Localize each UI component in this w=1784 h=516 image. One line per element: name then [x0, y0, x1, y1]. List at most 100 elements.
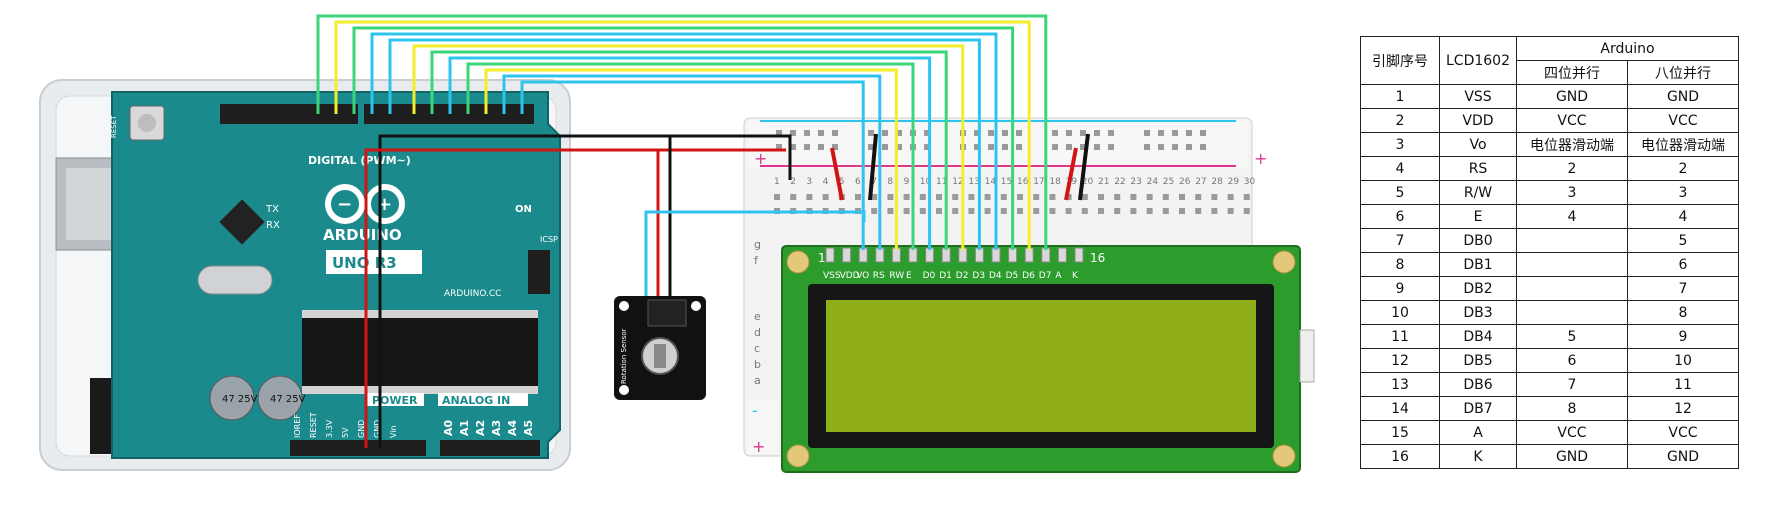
capacitor-1-label: 47 25V	[222, 394, 258, 405]
atmega-chip	[302, 318, 538, 386]
breadboard-row-label: b	[754, 358, 761, 371]
breadboard-column-label: 18	[1049, 177, 1061, 187]
lcd-pin-label: RW	[889, 271, 904, 281]
breadboard-column-label: 2	[790, 177, 796, 187]
lcd-pin	[875, 247, 885, 263]
power-label: POWER	[372, 394, 418, 407]
cell-pin-no: 8	[1360, 252, 1440, 277]
arduino-brand: ARDUINO	[323, 226, 402, 244]
breadboard-row-label: c	[754, 342, 760, 355]
rail-hole	[776, 144, 782, 150]
signal-wire	[334, 20, 1031, 250]
cell-four-bit: VCC	[1516, 108, 1628, 133]
signal-wire	[316, 14, 1048, 250]
breadboard-row-label: d	[754, 326, 761, 339]
rail-hole	[988, 144, 994, 150]
breadboard-hole	[790, 194, 797, 200]
cell-lcd-pin: R/W	[1439, 180, 1517, 205]
rail-hole	[1144, 144, 1150, 150]
breadboard-hole	[1130, 208, 1137, 214]
rail-plus-right: +	[1254, 149, 1267, 168]
breadboard-hole	[1130, 194, 1137, 200]
rail-hole	[868, 144, 874, 150]
power-pin-label: Vin	[389, 425, 398, 438]
cell-lcd-pin: K	[1439, 444, 1517, 469]
breadboard-column-label: 30	[1244, 177, 1256, 187]
breadboard-column-label: 7	[871, 177, 877, 187]
breadboard-column-label: 14	[985, 177, 997, 187]
breadboard-hole	[871, 194, 878, 200]
cell-four-bit: 6	[1516, 348, 1628, 373]
lcd-pin	[1041, 247, 1051, 263]
cell-pin-no: 16	[1360, 444, 1440, 469]
cell-pin-no: 14	[1360, 396, 1440, 421]
rail-hole	[790, 130, 796, 136]
lcd-screen	[826, 300, 1256, 432]
cell-eight-bit: 4	[1627, 204, 1739, 229]
power-pin-label: GND	[357, 420, 366, 438]
breadboard-column-label: 24	[1147, 177, 1159, 187]
rail-hole	[1052, 144, 1058, 150]
rail-hole	[1080, 144, 1086, 150]
breadboard-row-label: f	[754, 254, 759, 267]
analog-label: ANALOG IN	[442, 394, 510, 407]
analog-pin-label: A3	[490, 420, 503, 436]
signal-wire	[388, 38, 981, 250]
rail-hole	[882, 144, 888, 150]
arduino-logo-left	[325, 184, 365, 224]
cell-eight-bit: VCC	[1627, 420, 1739, 445]
breadboard-column-label: 22	[1114, 177, 1125, 187]
rail-minus-bottom: -	[752, 401, 758, 420]
on-label: ON	[515, 204, 532, 215]
breadboard-column-label: 23	[1130, 177, 1141, 187]
breadboard-row-label: e	[754, 310, 761, 323]
cell-four-bit: GND	[1516, 84, 1628, 109]
rail-hole	[1200, 130, 1206, 136]
rail-hole	[882, 130, 888, 136]
rail-hole	[804, 130, 810, 136]
breadboard-hole	[919, 208, 926, 214]
lcd-pin-label: D5	[1006, 271, 1019, 281]
lcd-pin-16-label: 16	[1090, 251, 1105, 265]
breadboard-hole	[1000, 194, 1007, 200]
capacitor-1	[209, 375, 255, 421]
rail-hole	[1016, 130, 1022, 136]
lcd-pin-label: D3	[972, 271, 985, 281]
rail-plus-bottom: +	[752, 437, 765, 456]
rail-hole	[1094, 130, 1100, 136]
rail-hole	[818, 144, 824, 150]
rail-hole	[832, 144, 838, 150]
rail-hole	[1158, 144, 1164, 150]
rx-label: RX	[266, 220, 280, 231]
signal-wire	[502, 74, 882, 250]
breadboard-hole	[968, 194, 975, 200]
lcd-pin-label: E	[906, 271, 912, 281]
power-pin-label: 5V	[341, 427, 350, 438]
breadboard-hole	[871, 208, 878, 214]
cell-lcd-pin: DB6	[1439, 372, 1517, 397]
cell-pin-no: 15	[1360, 420, 1440, 445]
breadboard-column-label: 28	[1211, 177, 1223, 187]
rail-hole	[1094, 144, 1100, 150]
lcd-pin	[891, 247, 901, 263]
icsp-header	[528, 250, 550, 294]
breadboard-hole	[1146, 208, 1153, 214]
power-pin-label: RESET	[309, 412, 318, 438]
breadboard-column-label: 29	[1228, 177, 1240, 187]
power-pin-label: 3.3V	[325, 419, 334, 438]
cell-lcd-pin: DB3	[1439, 300, 1517, 325]
cell-eight-bit: 7	[1627, 276, 1739, 301]
breadboard-hole	[1195, 208, 1202, 214]
cell-lcd-pin: DB2	[1439, 276, 1517, 301]
cell-pin-no: 7	[1360, 228, 1440, 253]
cell-four-bit: 3	[1516, 180, 1628, 205]
lcd-pin	[825, 247, 835, 263]
lcd-pin	[941, 247, 951, 263]
breadboard-hole	[903, 194, 910, 200]
breadboard-column-label: 11	[936, 177, 947, 187]
cell-pin-no: 1	[1360, 84, 1440, 109]
